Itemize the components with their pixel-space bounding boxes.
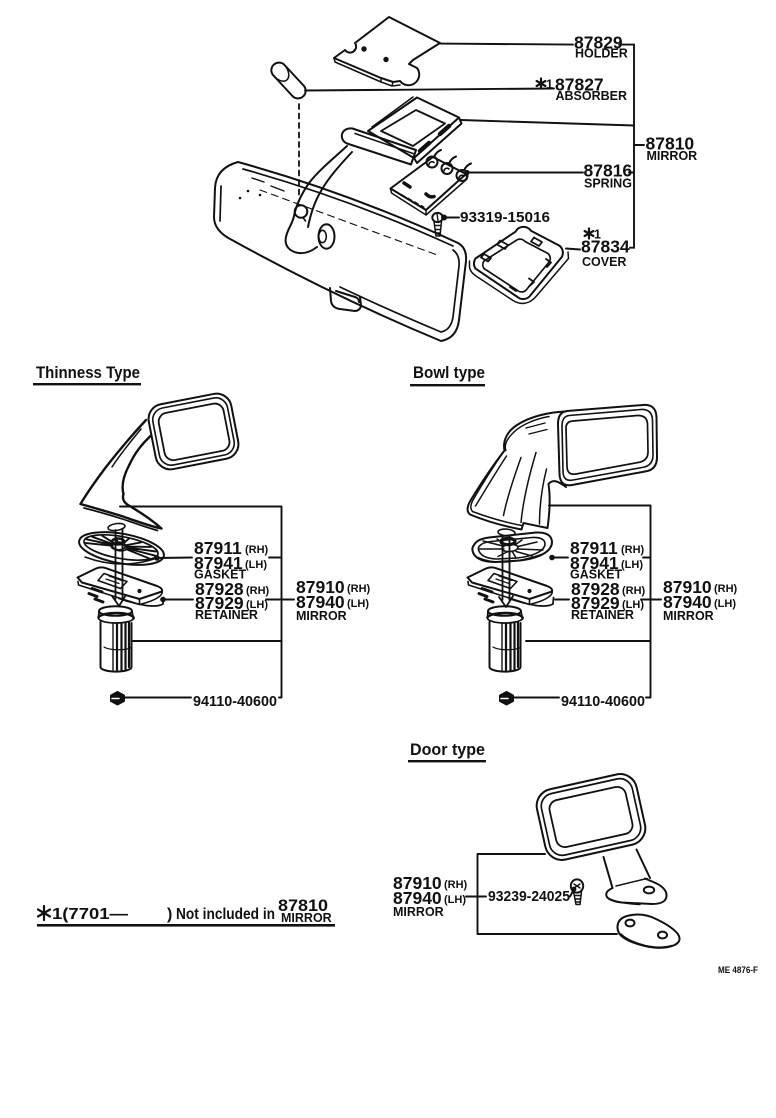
svg-text:COVER: COVER [582, 255, 626, 269]
svg-text:SPRING: SPRING [584, 177, 632, 191]
svg-text:87911: 87911 [194, 538, 242, 558]
svg-text:Bowl type: Bowl type [413, 364, 485, 382]
svg-text:Not included in: Not included in [176, 906, 275, 923]
svg-text:MIRROR: MIRROR [647, 149, 698, 163]
svg-text:RETAINER: RETAINER [195, 608, 258, 622]
svg-text:GASKET: GASKET [570, 568, 622, 582]
svg-text:87941: 87941 [570, 553, 619, 573]
svg-text:87910: 87910 [296, 577, 345, 597]
svg-text:(LH): (LH) [714, 598, 736, 610]
svg-text:GASKET: GASKET [194, 568, 246, 582]
svg-text:94110-40600: 94110-40600 [561, 693, 645, 710]
svg-text:87810: 87810 [646, 134, 695, 154]
svg-text:87929: 87929 [571, 593, 620, 613]
svg-text:(RH): (RH) [246, 585, 270, 597]
svg-text:(LH): (LH) [245, 559, 267, 571]
svg-text:87928: 87928 [571, 579, 620, 599]
svg-text:87940: 87940 [663, 592, 712, 612]
svg-text:(LH): (LH) [246, 599, 268, 611]
svg-text:87810: 87810 [278, 896, 328, 915]
svg-text:(RH): (RH) [347, 583, 371, 595]
svg-text:(LH): (LH) [347, 598, 369, 610]
svg-text:87834: 87834 [581, 237, 630, 257]
svg-text:MIRROR: MIRROR [663, 609, 714, 623]
svg-text:(RH): (RH) [245, 544, 269, 556]
svg-text:MIRROR: MIRROR [281, 911, 332, 925]
svg-text:87911: 87911 [570, 538, 618, 558]
svg-text:1(7701—: 1(7701— [52, 906, 128, 923]
svg-text:87940: 87940 [393, 888, 442, 908]
svg-text:RETAINER: RETAINER [571, 608, 634, 622]
svg-text:HOLDER: HOLDER [575, 47, 628, 61]
svg-text:Door type: Door type [410, 741, 485, 759]
svg-text:87816: 87816 [584, 161, 633, 181]
svg-text:87929: 87929 [195, 593, 244, 613]
svg-text:(RH): (RH) [621, 544, 645, 556]
svg-text:1: 1 [546, 78, 553, 92]
svg-text:(RH): (RH) [714, 583, 738, 595]
svg-text:(LH): (LH) [622, 599, 644, 611]
svg-text:Thinness Type: Thinness Type [36, 364, 140, 382]
svg-text:(LH): (LH) [444, 894, 466, 906]
svg-text:MIRROR: MIRROR [393, 905, 444, 919]
svg-text:87940: 87940 [296, 592, 345, 612]
svg-text:): ) [167, 906, 172, 923]
svg-text:87910: 87910 [663, 577, 712, 597]
svg-text:93239-24025: 93239-24025 [488, 888, 570, 905]
svg-text:ME 4876-F: ME 4876-F [718, 965, 758, 976]
svg-text:94110-40600: 94110-40600 [193, 693, 277, 710]
svg-text:(LH): (LH) [621, 559, 643, 571]
svg-text:87941: 87941 [194, 553, 243, 573]
svg-text:ABSORBER: ABSORBER [556, 89, 628, 103]
svg-text:93319-15016: 93319-15016 [460, 209, 550, 226]
svg-text:87928: 87928 [195, 579, 244, 599]
svg-text:MIRROR: MIRROR [296, 609, 347, 623]
svg-text:87827: 87827 [555, 75, 604, 95]
svg-text:(RH): (RH) [622, 585, 646, 597]
svg-text:(RH): (RH) [444, 879, 468, 891]
svg-text:87910: 87910 [393, 873, 442, 893]
svg-text:87829: 87829 [574, 33, 623, 53]
svg-text:1: 1 [594, 228, 601, 242]
